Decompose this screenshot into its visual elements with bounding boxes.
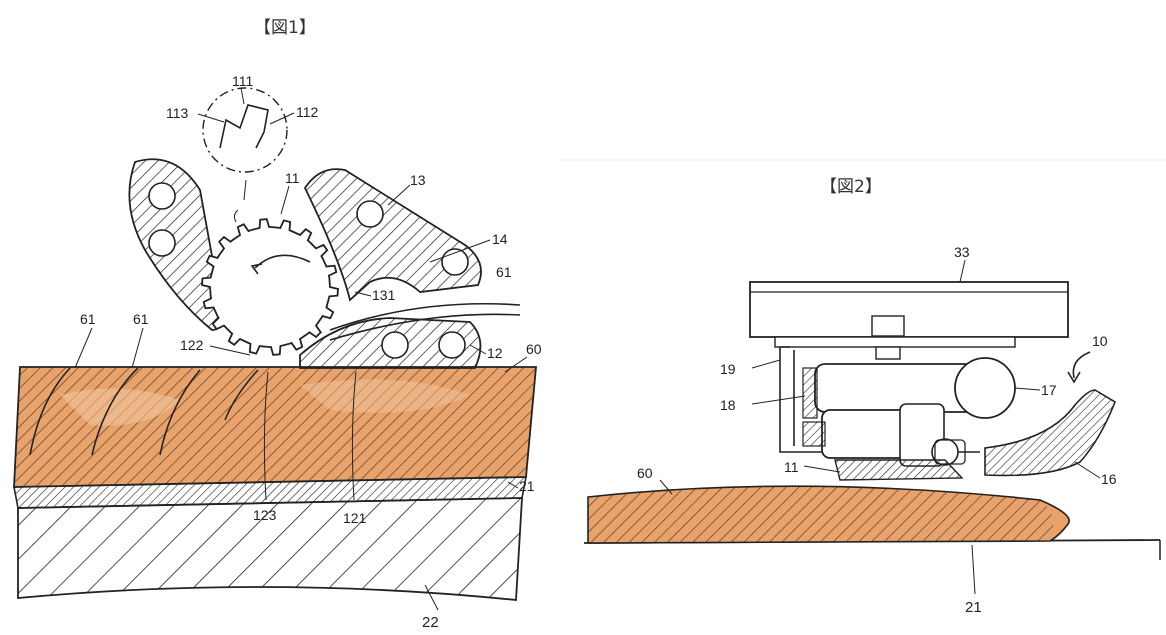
leader-112 — [269, 112, 295, 125]
cut-line-121 — [351, 371, 357, 501]
sipe — [224, 369, 259, 421]
upper-right-block-13 — [303, 168, 482, 302]
label-11: 11 — [784, 459, 799, 475]
tread-hatch — [588, 486, 1054, 543]
gear-teeth — [201, 218, 339, 356]
label-122: 122 — [180, 337, 204, 353]
leader-122 — [209, 345, 251, 356]
leader-11 — [803, 465, 841, 473]
strip — [329, 302, 521, 331]
figure-1-title: 【図1】 — [254, 18, 316, 38]
strip — [329, 313, 521, 341]
label-61-left: 61 — [80, 311, 96, 327]
tread-hatch — [14, 367, 536, 487]
label-60: 60 — [526, 341, 542, 357]
leader-111 — [240, 87, 245, 105]
leader-14 — [429, 239, 491, 263]
motor-17 — [954, 357, 1016, 419]
label-13: 13 — [410, 172, 426, 188]
label-11: 11 — [285, 170, 300, 186]
leader-60 — [504, 356, 528, 373]
label-22: 22 — [422, 614, 439, 631]
cutter-11 — [834, 459, 964, 481]
leader-11 — [280, 185, 290, 215]
label-121: 121 — [343, 510, 367, 526]
leader-131 — [354, 291, 372, 297]
sipe — [159, 369, 201, 456]
mount-plate — [774, 336, 1016, 348]
gear-lower — [802, 421, 826, 447]
roller — [356, 200, 384, 228]
nut — [875, 346, 901, 360]
figure-2: 【図2】 33 10 — [583, 177, 1161, 616]
label-60: 60 — [637, 465, 653, 481]
leader-61-left — [74, 327, 93, 369]
label-123: 123 — [253, 507, 277, 523]
fitting — [934, 439, 966, 465]
hose-16 — [984, 389, 1116, 477]
detail-leader — [233, 209, 239, 223]
roller — [438, 331, 466, 359]
label-131: 131 — [372, 287, 396, 303]
beam-33 — [749, 281, 1069, 338]
cut-line-123 — [263, 371, 269, 501]
arrowhead-10 — [1067, 371, 1081, 384]
label-113: 113 — [166, 105, 189, 121]
label-33: 33 — [954, 244, 970, 260]
cutter-wheel-11 — [201, 218, 339, 356]
label-21: 21 — [519, 478, 535, 494]
leader-19 — [751, 359, 781, 369]
label-17: 17 — [1041, 382, 1057, 398]
bolt-head — [871, 315, 905, 337]
label-112: 112 — [296, 104, 319, 120]
roller — [381, 331, 409, 359]
leader-61-middle — [131, 327, 144, 369]
roller — [148, 182, 176, 210]
label-61-middle: 61 — [133, 311, 149, 327]
rotation-arrowhead — [250, 263, 263, 275]
roller — [148, 229, 176, 257]
label-21: 21 — [965, 599, 982, 616]
label-14: 14 — [492, 231, 508, 247]
arrow-10 — [1072, 351, 1091, 379]
label-111: 111 — [232, 73, 253, 89]
figure-2-title: 【図2】 — [820, 177, 882, 197]
leader-33 — [959, 259, 966, 283]
label-18: 18 — [720, 397, 736, 413]
leader-21 — [971, 544, 976, 595]
leader-16 — [1074, 461, 1101, 479]
leader-21 — [507, 481, 519, 489]
leader-12 — [469, 344, 487, 355]
leader-60 — [659, 479, 673, 495]
leader-18 — [751, 395, 806, 405]
tread-highlight — [60, 388, 180, 426]
label-10: 10 — [1092, 333, 1108, 349]
leader-22 — [424, 584, 439, 611]
tooth-detail — [219, 104, 269, 149]
gear-18 — [802, 367, 818, 419]
label-16: 16 — [1101, 471, 1117, 487]
leader-13 — [387, 184, 411, 206]
tread-highlight — [300, 379, 470, 413]
detail-leader — [243, 179, 247, 201]
leader-17 — [1014, 387, 1041, 391]
base-body-22 — [17, 497, 523, 601]
leader-113 — [197, 113, 225, 123]
label-12: 12 — [487, 345, 503, 361]
detail-circle — [202, 87, 288, 173]
sipe — [91, 367, 139, 456]
label-19: 19 — [720, 361, 736, 377]
figure-1: 【図1】 — [13, 18, 542, 631]
sipe — [29, 367, 71, 456]
label-61-right: 61 — [496, 264, 512, 280]
